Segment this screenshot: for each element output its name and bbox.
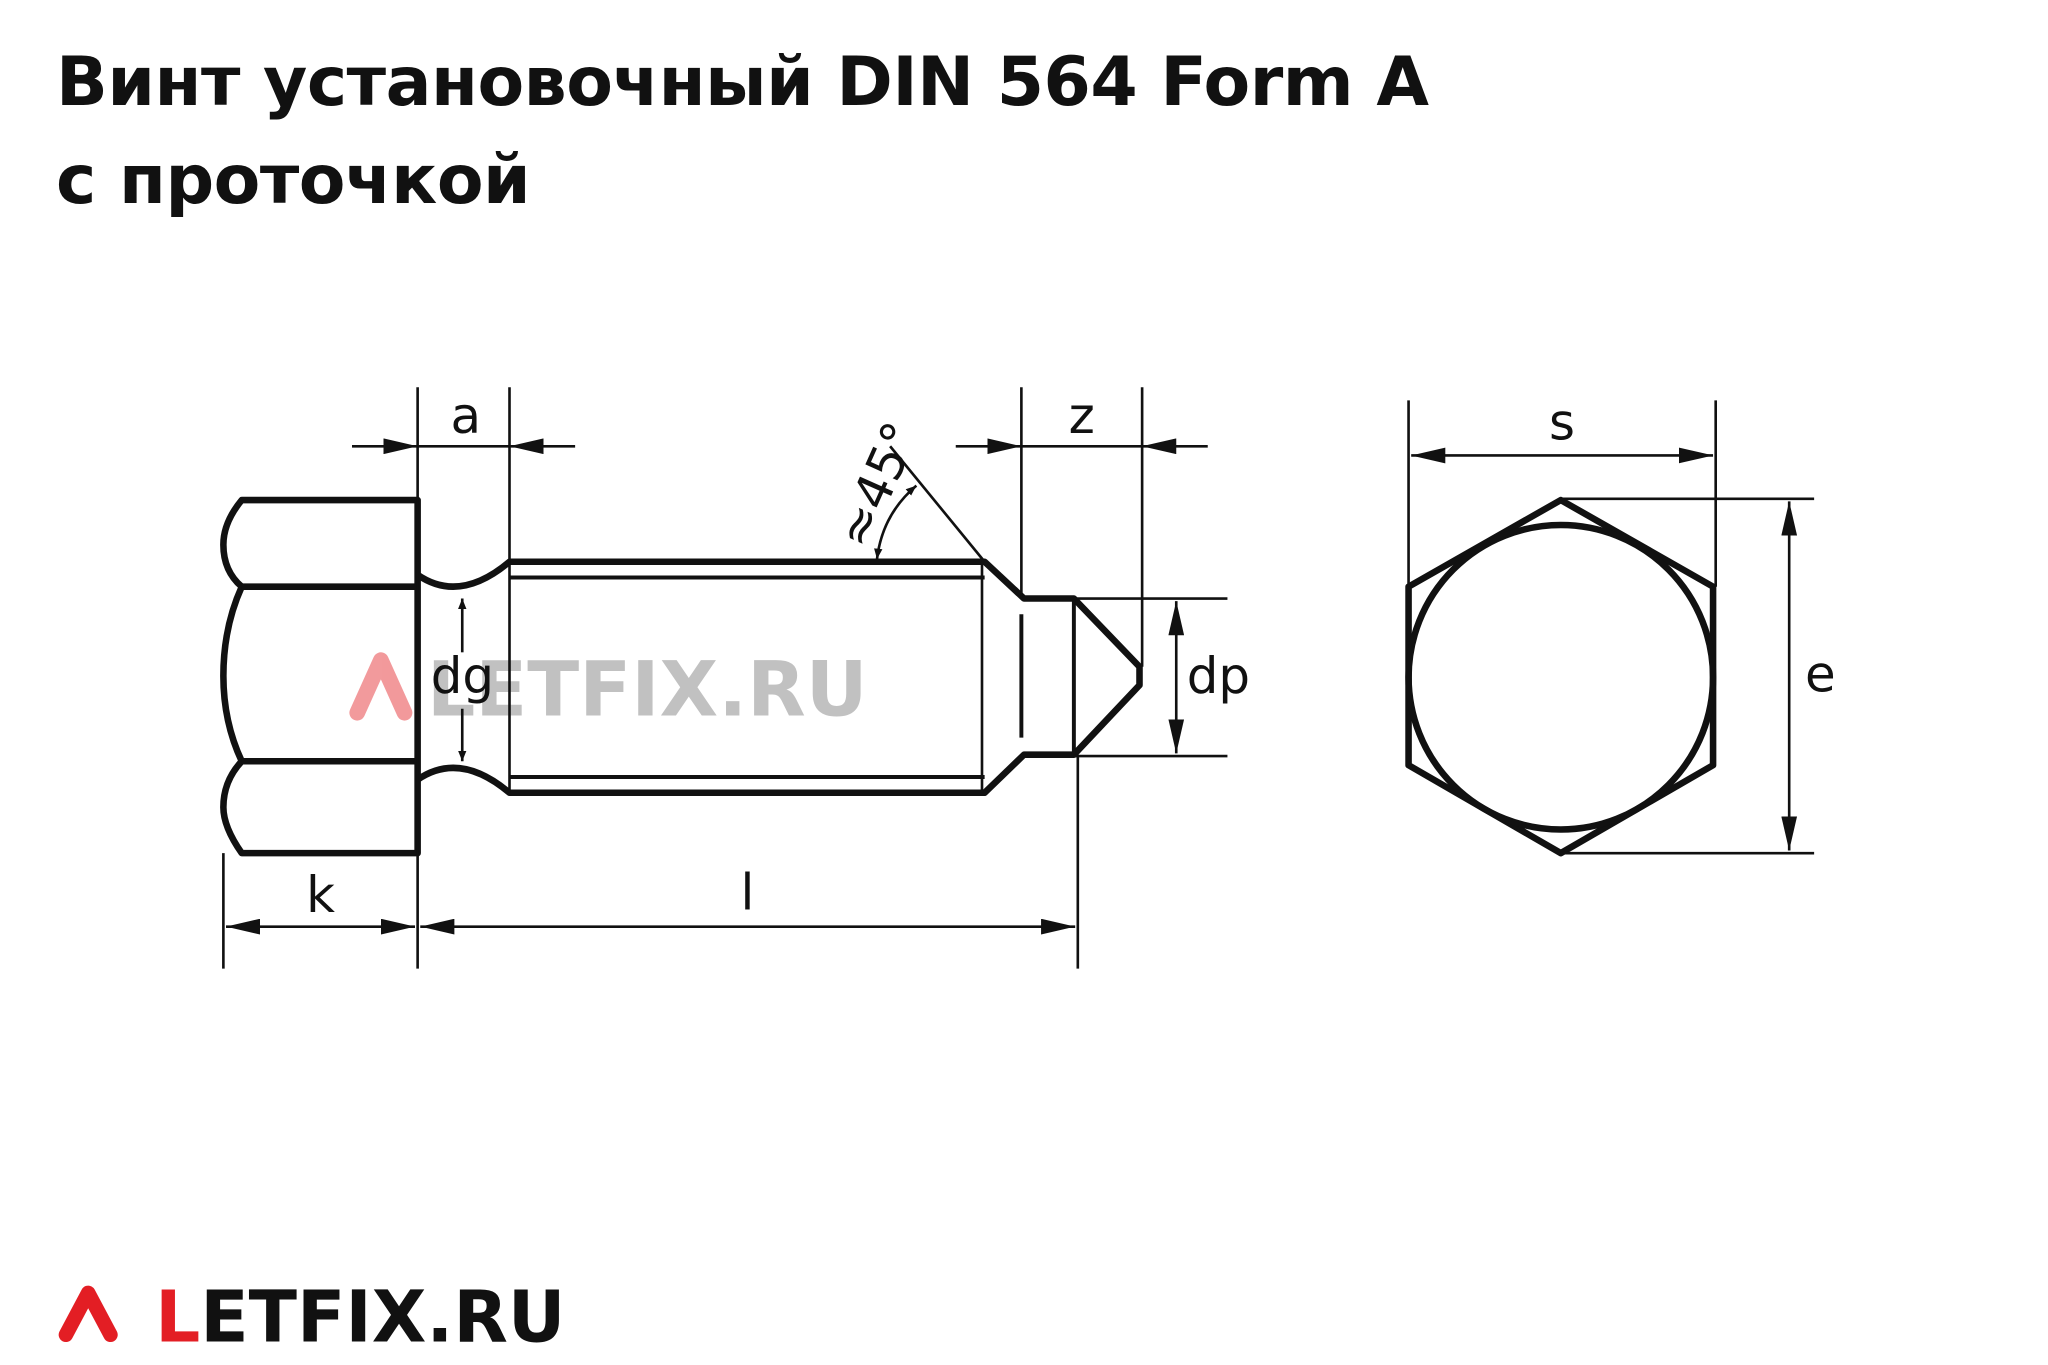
hex-end-view — [1405, 400, 1815, 857]
page-title: Винт установочный DIN 564 Form A с прото… — [56, 34, 1429, 230]
dim-label-dg: dg — [431, 647, 494, 705]
dimension-lines — [222, 387, 1228, 969]
screw-side-view — [220, 496, 1143, 857]
dim-label-dp: dp — [1187, 647, 1250, 705]
dim-label-k: k — [306, 866, 335, 924]
dim-label-angle: ≈45° — [824, 414, 930, 556]
watermark-logo-icon — [349, 652, 413, 721]
dim-label-e: e — [1805, 646, 1836, 704]
dim-label-l: l — [741, 864, 755, 922]
letfix-logo: LETFIX.RU — [58, 1275, 565, 1358]
watermark-text: LETFIX.RU — [427, 644, 868, 733]
dim-label-z: z — [1069, 387, 1095, 445]
watermark: LETFIX.RU — [349, 644, 868, 733]
title-line-2: с проточкой — [56, 141, 531, 220]
title-line-1: Винт установочный DIN 564 Form A — [56, 43, 1429, 122]
dim-label-s: s — [1549, 394, 1575, 452]
dim-label-a: a — [450, 387, 481, 445]
logo-text: LETFIX.RU — [155, 1275, 565, 1358]
logo-mark-icon — [58, 1285, 118, 1343]
